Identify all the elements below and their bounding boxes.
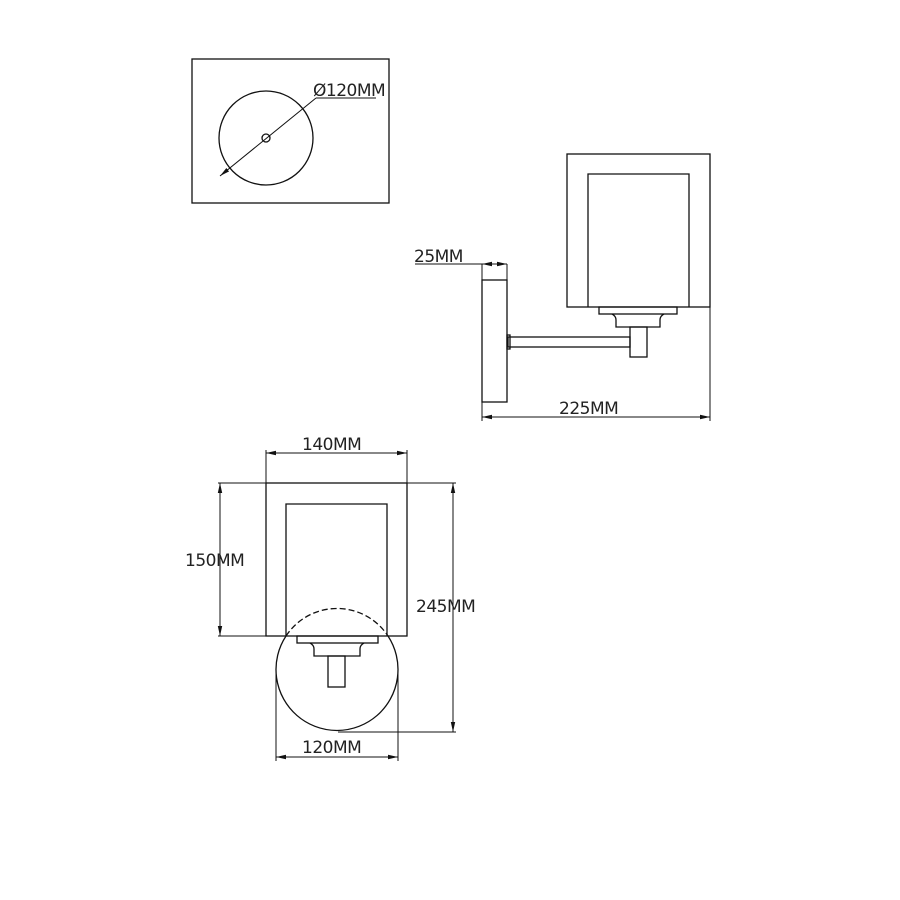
- side-shade-inner: [587, 173, 690, 307]
- front-shade-inner: [285, 503, 388, 636]
- depth-label: 25MM: [414, 247, 463, 267]
- front-globe: [275, 635, 399, 732]
- side-canopy: [598, 306, 678, 315]
- top-view-frame: [191, 58, 390, 204]
- diameter-label: Ø120MM: [313, 81, 385, 101]
- diameter-line: [219, 97, 317, 177]
- side-stem: [629, 326, 648, 358]
- side-view: 25MM 225MM: [414, 153, 711, 421]
- side-arm: [507, 336, 631, 348]
- base-width-label: 120MM: [302, 738, 361, 758]
- side-backplate: [481, 279, 508, 403]
- total-height-label: 245MM: [416, 597, 475, 617]
- shade-height-label: 150MM: [185, 551, 244, 571]
- projection-label: 225MM: [559, 399, 618, 419]
- backplate-circle: [218, 90, 314, 186]
- front-socket: [309, 642, 365, 657]
- top-view: Ø120MM: [191, 58, 390, 204]
- front-globe-hidden: [285, 607, 389, 637]
- front-canopy: [296, 635, 379, 644]
- front-view: 140MM 150MM 245MM 120MM: [185, 435, 476, 761]
- width-label: 140MM: [302, 435, 361, 455]
- front-shade-outer: [265, 482, 408, 637]
- center-hole: [261, 133, 271, 143]
- side-socket: [611, 313, 665, 328]
- front-stem: [327, 655, 346, 688]
